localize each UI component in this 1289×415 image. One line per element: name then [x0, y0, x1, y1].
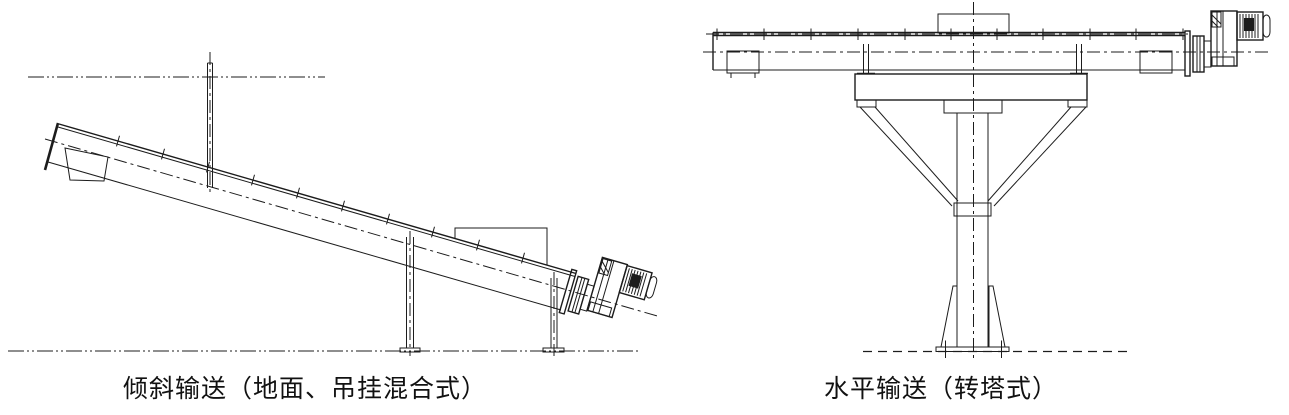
support-post-drive	[542, 272, 565, 356]
turret-struts	[859, 106, 1087, 207]
discharge-box	[454, 227, 548, 265]
motor-end-cap	[1262, 14, 1271, 38]
end-flange-stack	[1184, 30, 1212, 77]
tail-end-cap	[43, 122, 60, 171]
support-post-mid	[399, 231, 421, 356]
drive-unit	[1184, 10, 1271, 77]
terminal-box	[628, 273, 642, 289]
gearbox	[1210, 10, 1238, 67]
drive-unit	[558, 256, 658, 319]
hanger-left	[857, 44, 875, 74]
terminal-box	[1244, 18, 1254, 31]
caption-inclined-conveyor: 倾斜输送（地面、吊挂混合式）	[122, 376, 487, 403]
motor	[1236, 11, 1271, 41]
conveyor-tube	[703, 28, 1272, 71]
motor	[618, 264, 658, 301]
hanger-rod	[207, 52, 213, 194]
outlet-box-right	[1139, 50, 1173, 74]
caption-horizontal-conveyor: 水平输送（转塔式）	[823, 376, 1058, 403]
turret-base	[935, 285, 1010, 358]
hanger-right	[1070, 44, 1088, 74]
turret-beam	[854, 73, 1088, 108]
flange-ticks	[116, 135, 525, 264]
conveyor-tube	[43, 122, 661, 318]
inlet-chute	[64, 147, 109, 182]
outlet-box-left	[726, 50, 760, 78]
flange-ticks	[716, 28, 1184, 40]
figure-inclined-conveyor	[8, 52, 661, 356]
end-flange-stack	[558, 268, 595, 315]
motor-end-cap	[645, 276, 658, 299]
figure-horizontal-conveyor	[703, 2, 1272, 362]
inlet-box	[937, 13, 1010, 34]
